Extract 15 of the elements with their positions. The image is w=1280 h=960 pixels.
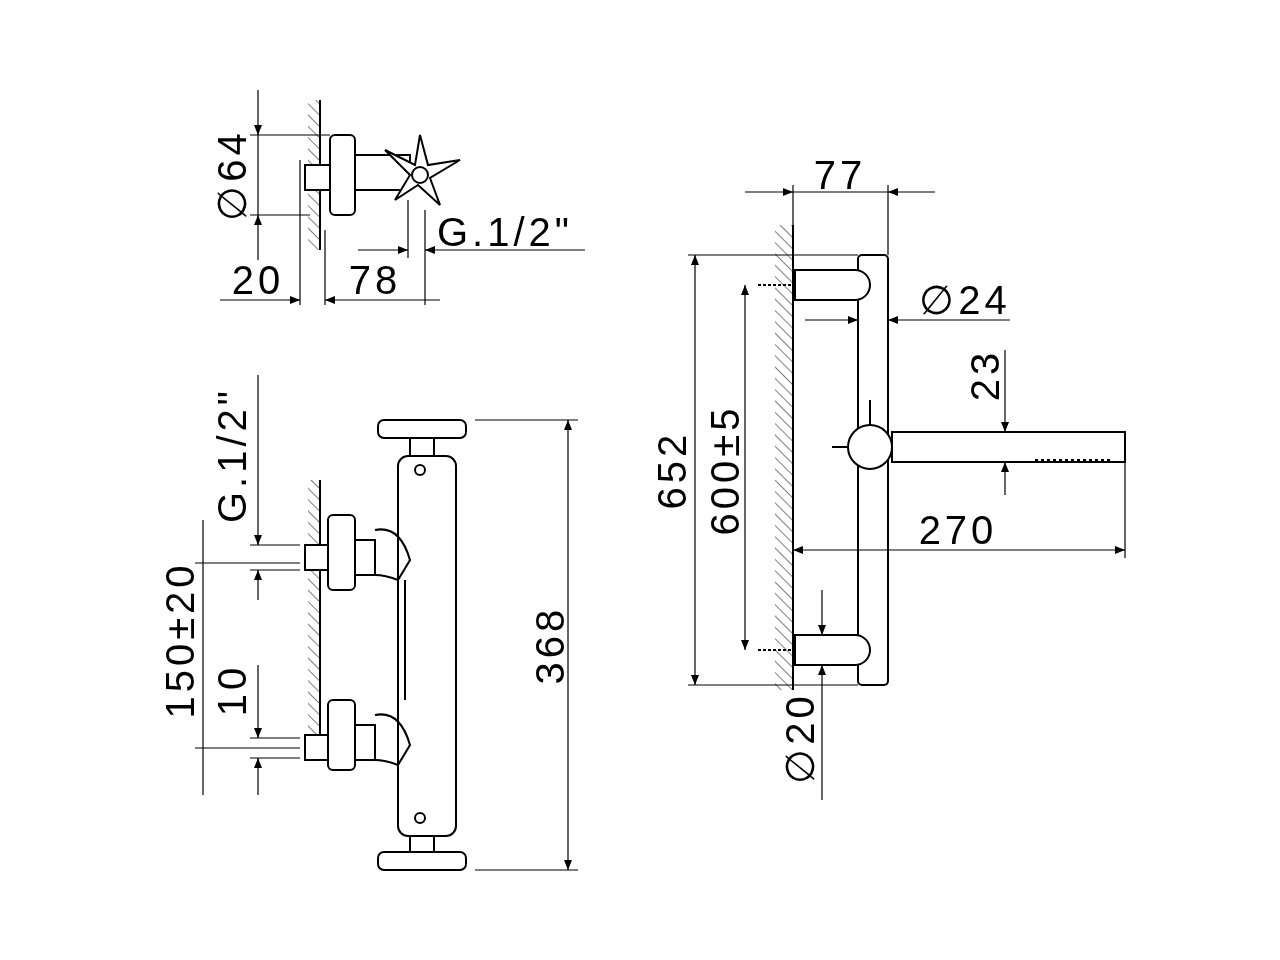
dimension-value: G.1/2"	[212, 387, 252, 523]
dimension-value: ∅64	[212, 129, 252, 221]
dimension-value: 77	[813, 155, 867, 195]
dimension-value: 270	[918, 510, 998, 550]
dimension-value: ∅20	[780, 692, 820, 784]
dimension-value: 652	[652, 430, 692, 510]
dimension-value: 23	[965, 348, 1005, 402]
dimension-value: G.1/2"	[437, 212, 573, 252]
dimension-value: 78	[348, 260, 402, 300]
dimension-value: 10	[212, 663, 252, 717]
dimension-value: 600±5	[705, 404, 745, 536]
dimension-value: 150±20	[160, 561, 200, 719]
dimension-value: 20	[231, 260, 285, 300]
dimension-value: ∅24	[919, 280, 1011, 320]
dimension-value: 368	[530, 605, 570, 685]
